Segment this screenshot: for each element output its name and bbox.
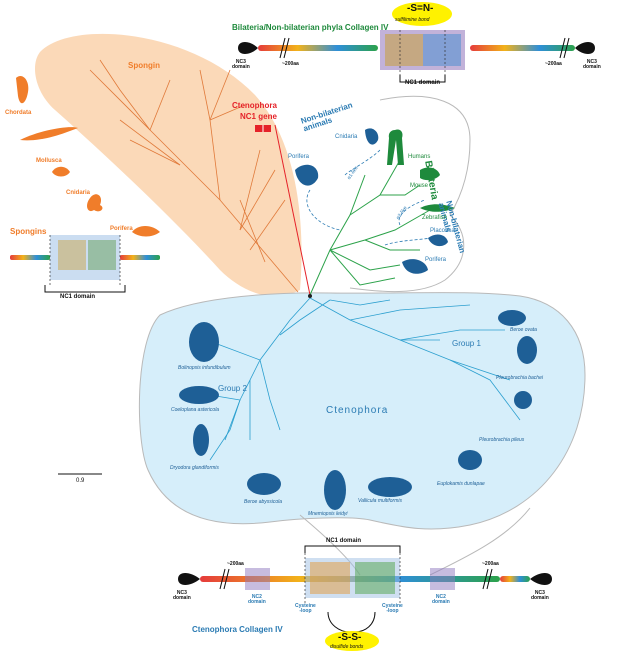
spongins-title: Spongins xyxy=(10,227,47,236)
ctenophora-region xyxy=(138,292,586,530)
top-collagen-helix xyxy=(238,30,595,83)
non-bilaterian-silhouettes xyxy=(295,128,448,274)
ctenophora-nc1-branch xyxy=(274,124,311,296)
taxon-mouse: Mouse xyxy=(410,183,429,189)
outgroup-chordata: Chordata xyxy=(5,110,32,116)
species-beroe-abyssicola: Beroe abyssicola xyxy=(244,499,283,505)
bottom-right-nc2: NC2 domain xyxy=(432,594,450,605)
top-nc1-label: NC1 domain xyxy=(405,80,441,86)
bottom-collagen-helix xyxy=(178,545,552,633)
spongin-nc1-label: NC1 domain xyxy=(60,294,96,300)
ctenophore-silhouettes xyxy=(179,310,537,510)
bottom-right-nc3: NC3 domain xyxy=(531,590,549,601)
bottom-right-cysteine-loop: Cysteine -loop xyxy=(382,603,403,614)
non-bilaterian-outline xyxy=(349,95,471,293)
ctenophora-gene-line2: NC1 gene xyxy=(240,112,277,121)
sulfilimine-highlight xyxy=(392,2,452,26)
group1-label: Group 1 xyxy=(452,339,481,348)
top-left-nc3-label: NC3 domain xyxy=(232,59,250,70)
bottom-panel-title: Ctenophora Collagen IV xyxy=(192,625,283,634)
disulfide-highlight xyxy=(325,631,379,651)
bilateria-dashed-links xyxy=(306,149,431,246)
species-mnemiopsis: Mnemiopsis leidyi xyxy=(308,511,348,517)
sulfilimine-bond-sublabel: sulfilimine bond xyxy=(395,17,430,23)
species-vallicula: Vallicula multiformis xyxy=(358,498,402,504)
bottom-left-nc2: NC2 domain xyxy=(248,594,266,605)
bottom-left-nc3: NC3 domain xyxy=(173,590,191,601)
sulfilimine-bond-label: -S=N- xyxy=(407,3,434,14)
spongin-tree xyxy=(89,59,299,293)
ctenophora-clade-label: Ctenophora xyxy=(326,405,389,416)
group2-label: Group 2 xyxy=(218,384,247,393)
top-left-length-label: ~200aa xyxy=(282,61,299,67)
species-coeloplana: Coeloplana astericola xyxy=(171,407,220,413)
species-beroe-ovata: Beroe ovata xyxy=(510,327,537,333)
spongin-collagen-helix xyxy=(10,235,160,293)
top-panel-title: Bilateria/Non-bilaterian phyla Collagen … xyxy=(232,23,389,32)
species-pleurobrachia-bachei: Pleurobrachia bachei xyxy=(496,375,543,381)
taxon-porifera-top: Porifera xyxy=(288,154,310,160)
spongin-region xyxy=(35,33,302,297)
bottom-left-length: ~200aa xyxy=(227,561,244,567)
spongin-outgroup-silhouettes xyxy=(16,75,160,237)
outgroup-cnidaria: Cnidaria xyxy=(66,190,91,196)
species-euplokamis: Euplokamis dunlapae xyxy=(437,481,485,487)
species-pleurobrachia-pileus: Pleurobrachia pileus xyxy=(479,437,525,443)
spongin-clade-label: Spongin xyxy=(128,61,160,70)
bilateria-silhouettes xyxy=(387,129,455,212)
species-bolinopsis: Bolinopsis infundibulum xyxy=(178,365,231,371)
taxon-zebrafish: Zebrafish xyxy=(422,215,448,221)
disulfide-bond-sublabel: disulfide bonds xyxy=(330,644,364,650)
bottom-left-cysteine-loop: Cysteine -loop xyxy=(295,603,316,614)
bottom-right-length: ~200aa xyxy=(482,561,499,567)
outgroup-porifera: Porifera xyxy=(110,226,133,232)
bilateria-tree xyxy=(309,159,431,296)
species-dryodora: Dryodora glandiformis xyxy=(170,465,219,471)
tree-root xyxy=(308,294,312,298)
taxon-porifera-bottom: Porifera xyxy=(425,257,447,263)
scale-bar-value: 0.9 xyxy=(76,478,85,484)
ctenophora-gene-line1: Ctenophora xyxy=(232,101,277,110)
taxon-cnidaria: Cnidaria xyxy=(335,134,358,140)
taxon-humans: Humans xyxy=(408,154,431,160)
top-right-nc3-label: NC3 domain xyxy=(583,59,601,70)
bottom-nc1-label: NC1 domain xyxy=(326,538,362,544)
taxon-placozoa: Placozoa xyxy=(430,228,455,234)
outgroup-mollusca: Mollusca xyxy=(36,158,62,164)
top-right-length-label: ~200aa xyxy=(545,61,562,67)
disulfide-bond-label: -S-S- xyxy=(338,632,362,643)
